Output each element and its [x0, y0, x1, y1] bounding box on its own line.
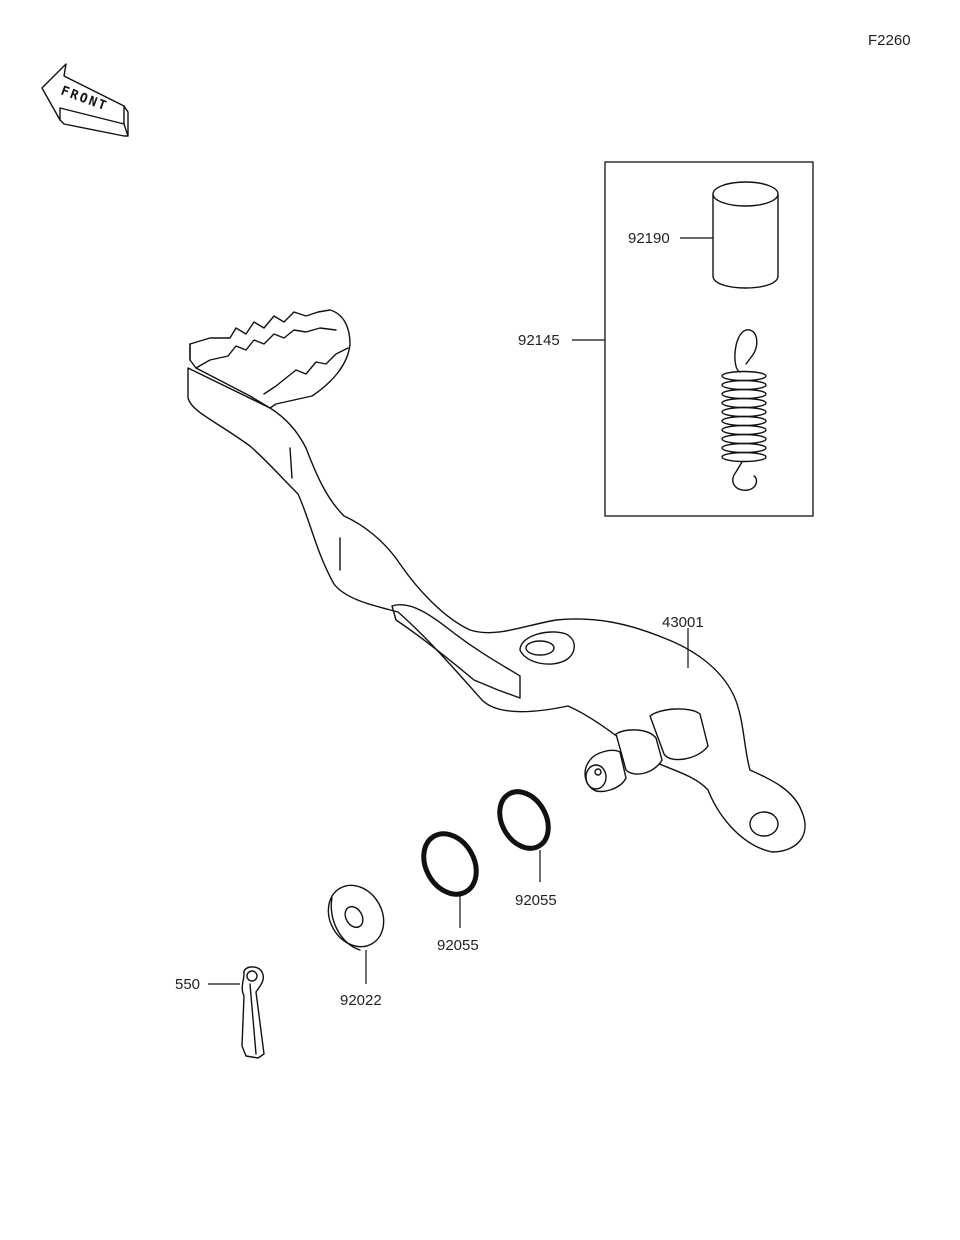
- front-arrow-icon: FRONT: [41, 63, 129, 137]
- part-label-92055-right: 92055: [515, 892, 557, 909]
- part-label-550: 550: [175, 976, 200, 993]
- figure-code: F2260: [868, 32, 911, 49]
- washer-ring-right: 92055: [497, 789, 557, 909]
- kit-box: 92145: [518, 161, 814, 517]
- part-label-92055-left: 92055: [437, 937, 479, 954]
- washer-ring-left: 92055: [421, 831, 479, 954]
- part-label-92190: 92190: [628, 230, 670, 247]
- kit-label: 92145: [518, 332, 560, 349]
- cotter-pin: 550: [175, 966, 265, 1059]
- flat-washer: 92022: [327, 884, 385, 1009]
- part-label-92022: 92022: [340, 992, 382, 1009]
- bushing: 92190: [628, 181, 779, 289]
- return-spring: [721, 329, 767, 491]
- part-label-43001: 43001: [662, 614, 704, 631]
- brake-pedal: 43001: [187, 309, 806, 853]
